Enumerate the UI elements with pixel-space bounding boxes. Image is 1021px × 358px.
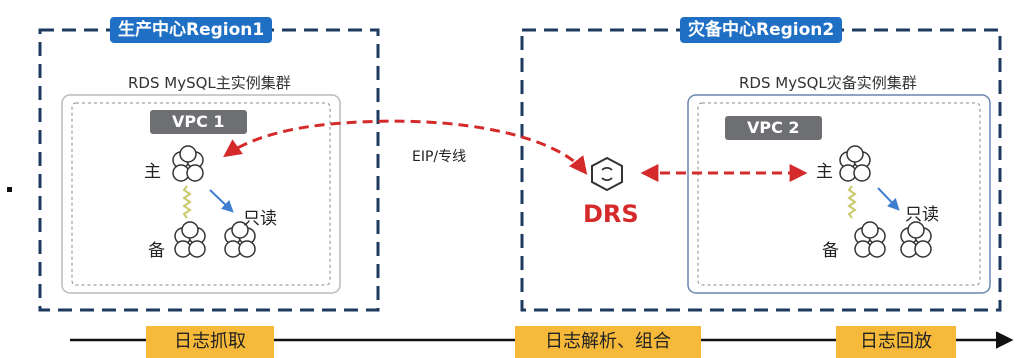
stage-replay: 日志回放 — [836, 326, 956, 358]
readonly-label: 只读 — [243, 209, 277, 229]
primary-cluster-label: RDS MySQL主实例集群 — [128, 74, 291, 92]
vpc1-boundary — [71, 102, 331, 286]
dr-cluster-label: RDS MySQL灾备实例集群 — [739, 74, 917, 92]
vpc2-label: VPC 2 — [725, 116, 822, 140]
vpc1-label: VPC 1 — [150, 110, 247, 134]
bullet-mark — [7, 187, 12, 192]
readonly-arrow-2 — [877, 187, 900, 211]
master-label: 主 — [144, 162, 161, 182]
dr-readonly-label: 只读 — [905, 205, 939, 225]
link-label: EIP/专线 — [412, 149, 467, 165]
dr-standby-label: 备 — [822, 241, 839, 261]
sync-link-2 — [847, 185, 857, 219]
drs-icon — [591, 156, 623, 192]
drs-label: DRS — [583, 200, 639, 228]
region1-title: 生产中心Region1 — [110, 17, 273, 43]
standby-label: 备 — [148, 241, 165, 261]
stage-capture: 日志抓取 — [146, 326, 274, 358]
capture-arrow — [223, 119, 588, 175]
stage-parse: 日志解析、组合 — [515, 326, 701, 358]
vpc2-boundary — [697, 102, 981, 286]
readonly-arrow-1 — [209, 189, 234, 213]
sync-link-1 — [182, 185, 192, 219]
dr-master-label: 主 — [816, 162, 833, 182]
region2-title: 灾备中心Region2 — [680, 17, 843, 43]
